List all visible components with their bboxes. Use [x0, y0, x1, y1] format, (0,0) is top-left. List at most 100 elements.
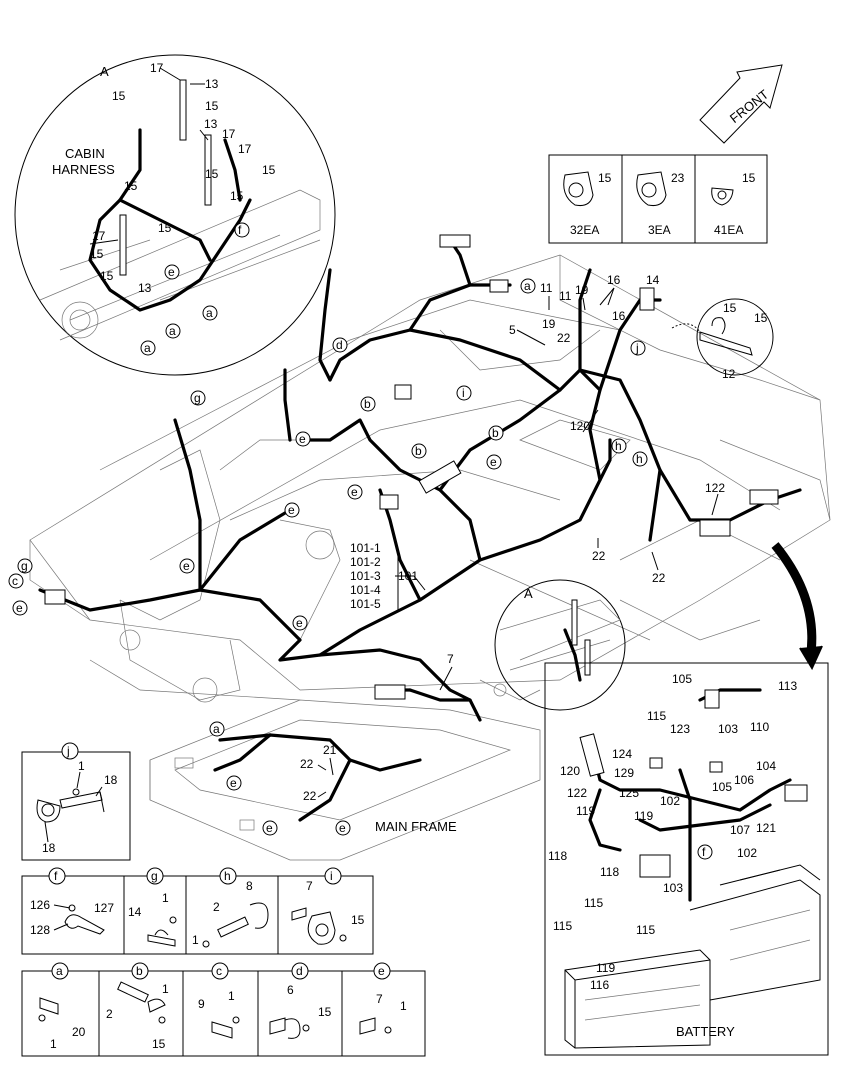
part-number: 1: [400, 999, 407, 1013]
front-label: FRONT: [727, 87, 772, 126]
battery-label: BATTERY: [676, 1024, 735, 1039]
part-number: 12: [722, 367, 736, 381]
part-number: 103: [718, 722, 738, 736]
callout-letter: c: [12, 574, 18, 588]
part-number: 115: [553, 919, 572, 933]
part-number: 14: [646, 273, 660, 287]
part-number: 15: [742, 171, 756, 185]
part-number: 18: [42, 841, 56, 855]
detail-a-numbers: 17 13 15 15 15 13 17 17 15 15 15 15 17 1…: [90, 61, 276, 295]
part-number: 17: [222, 127, 236, 141]
part-number: 20: [72, 1025, 86, 1039]
part-number: 22: [652, 571, 666, 585]
part-number: 19: [542, 317, 556, 331]
part-number: 22: [300, 757, 314, 771]
part-number: 7: [447, 652, 454, 666]
part-number: 15: [598, 171, 612, 185]
part-number: 115: [647, 709, 666, 723]
front-arrow: FRONT: [699, 64, 783, 144]
part-number: 124: [612, 747, 632, 761]
part-number: 16: [607, 273, 621, 287]
callout-letter: f: [54, 869, 58, 883]
part-number: 16: [612, 309, 626, 323]
quantity-label: 3EA: [648, 223, 671, 237]
part-number: 15: [205, 99, 219, 113]
main-frame-label: MAIN FRAME: [375, 819, 457, 834]
part-number: 15: [124, 179, 138, 193]
part-number: 101-1: [350, 541, 381, 555]
part-number: 15: [318, 1005, 332, 1019]
part-number: 121: [756, 821, 776, 835]
part-number: 119: [634, 809, 653, 823]
callout-letter: d: [296, 964, 303, 978]
part-number: 128: [30, 923, 50, 937]
part-number: 17: [150, 61, 164, 75]
part-number: 5: [509, 323, 516, 337]
part-number: 19: [575, 283, 589, 297]
part-number: 122: [705, 481, 725, 495]
callout-letter: b: [136, 964, 143, 978]
sub-101-list: 101-1 101-2 101-3 101-4 101-5: [350, 541, 381, 611]
callout-letter: e: [288, 503, 295, 517]
part-number: 102: [660, 794, 680, 808]
part-number: 103: [663, 881, 683, 895]
callout-letter: h: [615, 439, 622, 453]
part-number: 15: [90, 247, 104, 261]
cabin-harness-label-2: HARNESS: [52, 162, 115, 177]
part-number: 129: [614, 766, 634, 780]
quantity-label: 41EA: [714, 223, 743, 237]
part-number: 118: [600, 865, 619, 879]
callout-letter: a: [144, 341, 151, 355]
main-connectors: [44, 234, 779, 700]
part-number: 1: [162, 982, 169, 996]
callout-letter: g: [21, 559, 28, 573]
callout-letter: a: [524, 279, 531, 293]
part-number: 101-5: [350, 597, 381, 611]
part-number: 120: [560, 764, 580, 778]
part-number: 15: [152, 1037, 166, 1051]
callout-letter: g: [151, 869, 158, 883]
part-number: 9: [198, 997, 205, 1011]
callout-letter: a: [56, 964, 63, 978]
part-number: 116: [590, 978, 609, 992]
detail-j: j 1 18 18: [21, 742, 131, 861]
cabin-harness-label-1: CABIN: [65, 146, 105, 161]
callout-letter: a: [169, 324, 176, 338]
callout-letter: f: [238, 223, 242, 237]
callout-letter: e: [296, 616, 303, 630]
part-number: 23: [671, 171, 685, 185]
detail-row-2: a b c d e 1 20 2 1 15 9 1 6 15 7 1: [21, 962, 426, 1057]
part-number: 113: [778, 679, 797, 693]
part-number: 15: [205, 167, 219, 181]
part-number: 22: [303, 789, 317, 803]
part-number: 123: [670, 722, 690, 736]
part-number: 15: [112, 89, 126, 103]
part-number: 11: [559, 289, 572, 303]
part-number: 15: [100, 269, 114, 283]
callout-letter: a: [213, 722, 220, 736]
callout-letter: e: [339, 821, 346, 835]
part-number: 126: [30, 898, 50, 912]
battery-numbers: 105 113 115 123 103 110 124 104 129 106 …: [548, 672, 797, 992]
detail-a: A CABIN HARNESS: [14, 54, 336, 376]
part-number: 125: [619, 786, 639, 800]
part-number: 1: [162, 891, 169, 905]
callout-letter: e: [351, 485, 358, 499]
callout-letter: e: [230, 776, 237, 790]
callout-letter: j: [635, 341, 639, 355]
part-number: 101-4: [350, 583, 381, 597]
part-number: 15: [723, 301, 737, 315]
part-number: 14: [128, 905, 142, 919]
part-number: 11: [540, 281, 553, 295]
part-number: 107: [730, 823, 750, 837]
part-number: 119: [576, 804, 595, 818]
callout-letter: g: [194, 391, 201, 405]
part-number: 102: [737, 846, 757, 860]
callout-letter: e: [16, 601, 23, 615]
callout-letter: b: [415, 444, 422, 458]
callout-letter: e: [168, 265, 175, 279]
part-number: 2: [213, 900, 220, 914]
part-number: 105: [712, 780, 732, 794]
part-number: 2: [106, 1007, 113, 1021]
